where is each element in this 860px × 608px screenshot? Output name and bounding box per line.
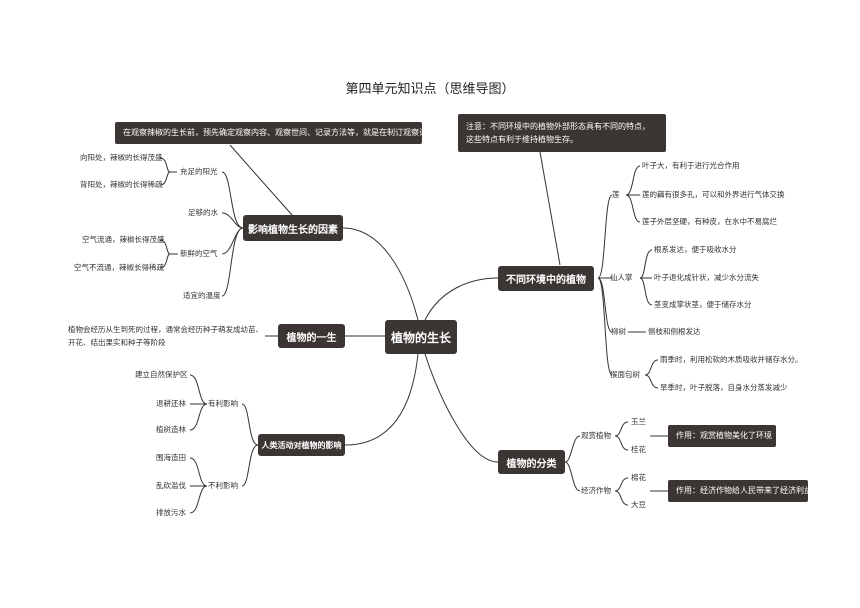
env-cactus-item: 根系发达，便于吸收水分: [654, 245, 737, 254]
human-good-item: 植树造林: [156, 425, 186, 434]
human-node: 人类活动对植物的影响: [258, 434, 345, 456]
economic-effect-note: 作用：经济作物给人民带来了经济利益: [668, 480, 812, 502]
human-good-item: 建立自然保护区: [135, 370, 188, 379]
environment-note-line-1: 注意：不同环境中的植物外部形态具有不同的特点，: [466, 122, 650, 131]
factor-temp: 适宜的温度: [183, 291, 221, 300]
env-lotus-item: 叶子大，有利于进行光合作用: [642, 161, 740, 170]
cls-economic: 经济作物: [581, 486, 611, 495]
observe-note: 在观察辣椒的生长前，预先确定观察内容、观察世间、记录方法等，就是在制订观察计划: [115, 122, 435, 144]
environment-note: 注意：不同环境中的植物外部形态具有不同的特点， 这些特点有利于维持植物生存。: [458, 114, 666, 152]
environment-note-line-2: 这些特点有利于维持植物生存。: [466, 135, 578, 144]
page-title: 第四单元知识点（思维导图）: [345, 82, 515, 97]
factor-air-a: 空气流通，辣椒长得茂盛: [82, 235, 165, 244]
human-good: 有利影响: [208, 399, 238, 408]
env-baobab: 猴面包树: [610, 370, 640, 379]
env-baobab-item: 旱季时，叶子脱落，自身水分蒸发减少: [660, 383, 788, 392]
factor-sun: 充足的阳光: [180, 167, 218, 176]
center-node: 植物的生长: [385, 320, 457, 354]
env-node: 不同环境中的植物: [498, 266, 594, 291]
cls-ornamental-item: 桂花: [631, 445, 646, 454]
human-bad-item: 围海造田: [156, 453, 186, 462]
human-bad: 不利影响: [208, 481, 238, 490]
factor-sun-a: 向阳处，辣椒的长得茂盛: [80, 153, 163, 162]
env-lotus: 莲: [612, 190, 620, 199]
cls-economic-item: 大豆: [631, 500, 646, 509]
env-willow: 柳树: [611, 327, 626, 336]
classification-node: 植物的分类: [498, 450, 565, 474]
human-bad-item: 排放污水: [156, 508, 186, 517]
env-cactus: 仙人掌: [610, 273, 633, 282]
human-good-item: 退耕还林: [156, 399, 186, 408]
cls-ornamental-item: 玉兰: [631, 417, 646, 426]
env-lotus-item: 莲的藕有很多孔，可以和外界进行气体交换: [642, 190, 785, 199]
cls-ornamental: 观赏植物: [581, 431, 611, 440]
factor-air: 新鲜的空气: [180, 249, 218, 258]
env-cactus-item: 叶子退化成针状，减少水分流失: [654, 273, 759, 282]
factor-air-b: 空气不流通，辣椒长得稀疏: [74, 263, 164, 272]
factor-water: 足够的水: [188, 208, 218, 217]
human-bad-item: 乱砍滥伐: [156, 481, 186, 490]
cls-economic-item: 棉花: [631, 473, 646, 482]
ornamental-effect-note: 作用：观赏植物美化了环境: [668, 425, 776, 447]
env-lotus-item: 莲子外层坚硬，有种皮，在水中不易腐烂: [642, 217, 777, 226]
env-willow-item: 侧枝和侧根发达: [648, 327, 701, 336]
factor-sun-b: 背阳处，辣椒的长得稀疏: [80, 180, 163, 189]
life-note: 植物会经历从生到死的过程，通常会经历种子萌发成幼苗、开花、结出果实和种子等阶段: [68, 325, 263, 347]
env-cactus-item: 茎变成掌状茎，便于储存水分: [654, 300, 752, 309]
factors-node: 影响植物生长的因素: [243, 215, 343, 241]
env-baobab-item: 雨季时，利用松软的木质吸收并储存水分。: [660, 355, 803, 364]
life-node: 植物的一生: [278, 324, 345, 348]
